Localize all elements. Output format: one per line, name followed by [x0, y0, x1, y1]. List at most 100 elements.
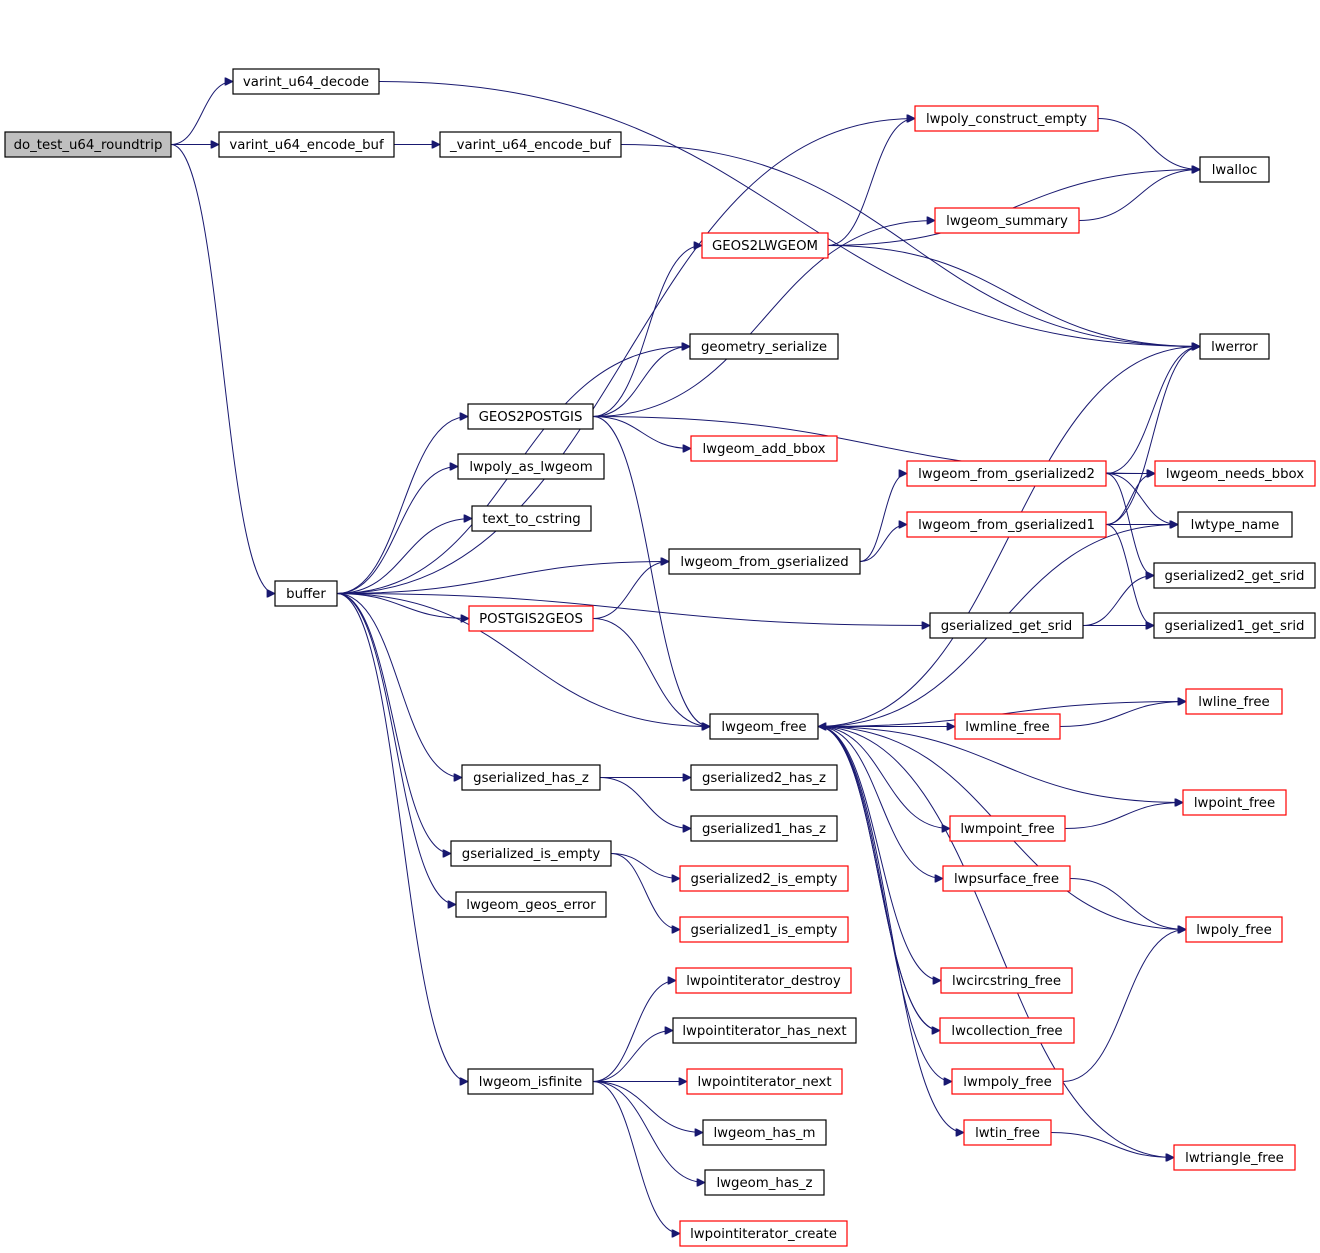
- node-lwerror[interactable]: lwerror: [1199, 333, 1270, 360]
- node-label: geometry_serialize: [701, 340, 827, 355]
- edge-buffer-to-gserialized-get-srid: [336, 593, 930, 626]
- edge-geos2postgis-to-geometry-serialize: [592, 347, 690, 417]
- node-lwgeom-free[interactable]: lwgeom_free: [709, 713, 819, 740]
- node-lwgeom-from-gserialized2[interactable]: lwgeom_from_gserialized2: [906, 460, 1107, 487]
- edge-buffer-to-geos2postgis: [336, 417, 468, 594]
- node-box: [1199, 156, 1270, 183]
- edge-lwgeom-isfinite-to-lwpointiterator-create: [592, 1081, 680, 1234]
- edge-gserialized-get-srid-to-gserialized2-get-srid: [1082, 576, 1154, 626]
- edge-varint-u64-decode-to-lwerror: [378, 81, 1200, 347]
- node-lwgeom-needs-bbox[interactable]: lwgeom_needs_bbox: [1154, 460, 1316, 487]
- node-box: [914, 105, 1099, 132]
- node-lwmpoint-free[interactable]: lwmpoint_free: [949, 815, 1066, 842]
- node-lwpointiterator-create[interactable]: lwpointiterator_create: [679, 1220, 848, 1247]
- node-box: [461, 764, 601, 791]
- node-lwgeom-has-z[interactable]: lwgeom_has_z: [704, 1169, 825, 1196]
- node-lwcircstring-free[interactable]: lwcircstring_free: [940, 967, 1073, 994]
- node-lwline-free[interactable]: lwline_free: [1185, 688, 1283, 715]
- node-lwtin-free[interactable]: lwtin_free: [963, 1119, 1052, 1146]
- node-box: [439, 131, 622, 158]
- edge-gserialized-is-empty-to-gserialized1-is-empty: [610, 853, 680, 930]
- node-lwtype-name[interactable]: lwtype_name: [1177, 511, 1293, 538]
- edge-buffer-to-lwgeom-geos-error: [336, 593, 456, 905]
- node-lwtriangle-free[interactable]: lwtriangle_free: [1173, 1144, 1296, 1171]
- node-lwalloc[interactable]: lwalloc: [1199, 156, 1270, 183]
- node-box: [1153, 612, 1316, 639]
- node-gserialized2-get-srid[interactable]: gserialized2_get_srid: [1153, 562, 1316, 589]
- node-do-test-u64-roundtrip[interactable]: do_test_u64_roundtrip: [4, 131, 172, 158]
- node-label: lwpointiterator_has_next: [682, 1024, 846, 1039]
- node-label: lwpoly_free: [1196, 923, 1272, 938]
- node-label: _varint_u64_encode_buf: [449, 138, 611, 153]
- node-gserialized-has-z[interactable]: gserialized_has_z: [461, 764, 601, 791]
- node-lwpointiterator-next[interactable]: lwpointiterator_next: [686, 1068, 843, 1095]
- node-lwgeom-from-gserialized[interactable]: lwgeom_from_gserialized: [668, 548, 861, 575]
- node-label: gserialized2_is_empty: [691, 872, 838, 887]
- node-lwgeom-summary[interactable]: lwgeom_summary: [934, 207, 1080, 234]
- node-lwgeom-from-gserialized1[interactable]: lwgeom_from_gserialized1: [906, 511, 1107, 538]
- node-label: gserialized_get_srid: [941, 619, 1073, 634]
- edge-buffer-to-lwgeom-free: [336, 593, 710, 727]
- node-geos2lwgeom[interactable]: GEOS2LWGEOM: [701, 232, 829, 259]
- node-lwmline-free[interactable]: lwmline_free: [954, 713, 1061, 740]
- node-gserialized2-is-empty[interactable]: gserialized2_is_empty: [679, 865, 849, 892]
- node-gserialized1-has-z[interactable]: gserialized1_has_z: [690, 815, 838, 842]
- node-lwpoly-as-lwgeom[interactable]: lwpoly_as_lwgeom: [457, 453, 605, 480]
- node-label: gserialized2_has_z: [702, 771, 826, 786]
- node-box: [939, 1017, 1075, 1044]
- node-varint-u64-encode-buf[interactable]: _varint_u64_encode_buf: [439, 131, 622, 158]
- node-gserialized-is-empty[interactable]: gserialized_is_empty: [450, 840, 612, 867]
- node-box: [906, 511, 1107, 538]
- node-varint-u64-encode-buf[interactable]: varint_u64_encode_buf: [218, 131, 395, 158]
- node-label: text_to_cstring: [482, 512, 580, 527]
- node-box: [274, 580, 338, 607]
- node-lwgeom-add-bbox[interactable]: lwgeom_add_bbox: [690, 435, 838, 462]
- node-box: [951, 1068, 1064, 1095]
- node-box: [942, 865, 1071, 892]
- node-label: lwcircstring_free: [952, 974, 1061, 989]
- node-gserialized2-has-z[interactable]: gserialized2_has_z: [690, 764, 838, 791]
- node-varint-u64-decode[interactable]: varint_u64_decode: [232, 68, 380, 95]
- node-box: [690, 435, 838, 462]
- node-lwpoly-construct-empty[interactable]: lwpoly_construct_empty: [914, 105, 1099, 132]
- node-label: varint_u64_encode_buf: [229, 138, 384, 153]
- node-label: lwgeom_needs_bbox: [1166, 467, 1304, 482]
- edge-lwmline-free-to-lwline-free: [1059, 702, 1186, 727]
- node-lwpointiterator-destroy[interactable]: lwpointiterator_destroy: [675, 967, 852, 994]
- node-lwpoly-free[interactable]: lwpoly_free: [1185, 916, 1283, 943]
- node-box: [455, 891, 607, 918]
- node-postgis2geos[interactable]: POSTGIS2GEOS: [468, 605, 594, 632]
- edge-geos2lwgeom-to-lwerror: [827, 245, 1200, 347]
- node-label: lwgeom_isfinite: [479, 1075, 582, 1090]
- node-label: lwgeom_has_m: [713, 1126, 815, 1141]
- node-label: lwpointiterator_destroy: [686, 974, 841, 989]
- edge-lwgeom-from-gserialized-to-lwgeom-from-gserialized1: [859, 525, 907, 562]
- node-label: lwgeom_from_gserialized2: [918, 467, 1095, 482]
- node-label: lwgeom_has_z: [716, 1176, 812, 1191]
- node-lwpsurface-free[interactable]: lwpsurface_free: [942, 865, 1071, 892]
- edge-gserialized-has-z-to-gserialized1-has-z: [599, 777, 691, 829]
- node-box: [1182, 789, 1287, 816]
- edge-lwgeom-free-to-lwpsurface-free: [817, 726, 943, 879]
- node-lwgeom-isfinite[interactable]: lwgeom_isfinite: [467, 1068, 594, 1095]
- node-buffer[interactable]: buffer: [274, 580, 338, 607]
- node-lwmpoly-free[interactable]: lwmpoly_free: [951, 1068, 1064, 1095]
- edge-lwmpoly-free-to-lwpoly-free: [1062, 930, 1186, 1082]
- node-box: [218, 131, 395, 158]
- node-lwgeom-has-m[interactable]: lwgeom_has_m: [702, 1119, 827, 1146]
- node-label: gserialized2_get_srid: [1165, 569, 1305, 584]
- node-text-to-cstring[interactable]: text_to_cstring: [471, 505, 592, 532]
- node-lwcollection-free[interactable]: lwcollection_free: [939, 1017, 1075, 1044]
- edge-geos2lwgeom-to-lwpoly-construct-empty: [827, 119, 915, 246]
- node-geometry-serialize[interactable]: geometry_serialize: [689, 333, 839, 360]
- node-geos2postgis[interactable]: GEOS2POSTGIS: [467, 403, 594, 430]
- node-lwgeom-geos-error[interactable]: lwgeom_geos_error: [455, 891, 607, 918]
- node-gserialized-get-srid[interactable]: gserialized_get_srid: [929, 612, 1084, 639]
- node-gserialized1-is-empty[interactable]: gserialized1_is_empty: [679, 916, 849, 943]
- node-label: lwpoint_free: [1194, 796, 1275, 811]
- node-box: [701, 232, 829, 259]
- edge-postgis2geos-to-lwgeom-from-gserialized: [592, 562, 669, 619]
- node-lwpointiterator-has-next[interactable]: lwpointiterator_has_next: [672, 1017, 857, 1044]
- node-lwpoint-free[interactable]: lwpoint_free: [1182, 789, 1287, 816]
- node-gserialized1-get-srid[interactable]: gserialized1_get_srid: [1153, 612, 1316, 639]
